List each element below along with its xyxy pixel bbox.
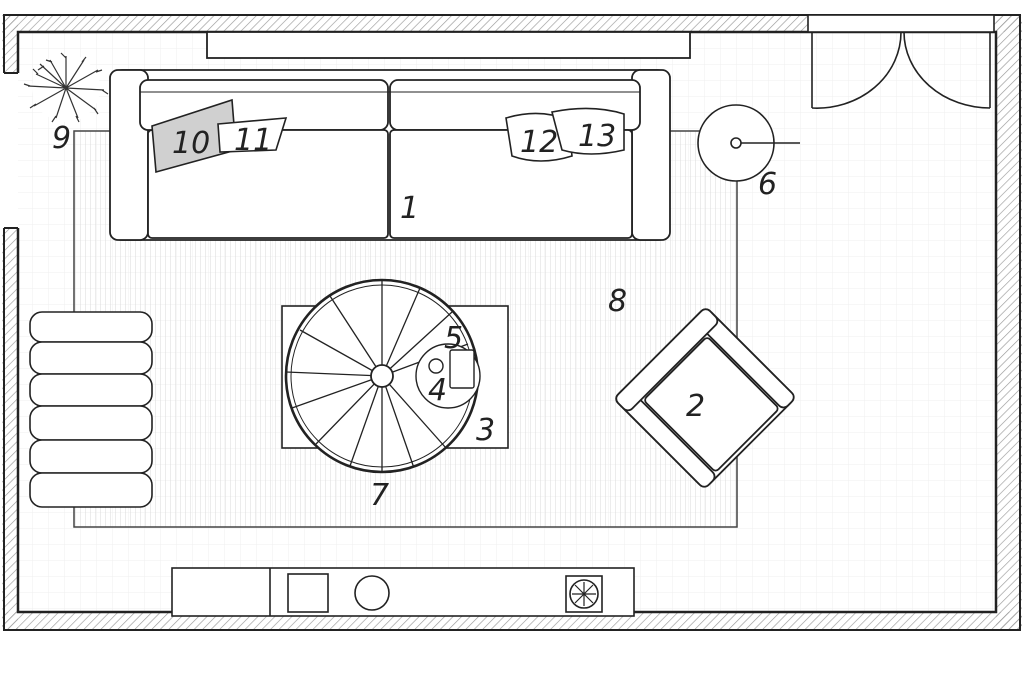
spiral-stair[interactable] [284, 278, 480, 474]
label-armchair: 2 [686, 389, 705, 424]
plant [23, 52, 109, 123]
label-floor-lamp: 6 [758, 167, 777, 202]
label-cushion-13: 13 [578, 119, 616, 154]
tv-console[interactable] [171, 567, 635, 617]
double-door [807, 14, 995, 109]
label-side-item: 4 [428, 373, 447, 408]
sofa[interactable] [109, 69, 671, 241]
label-cushion-12: 12 [520, 125, 558, 160]
label-tray: 5 [444, 321, 463, 356]
label-coffee-table: 3 [476, 413, 495, 448]
armchair[interactable] [614, 307, 796, 489]
label-cushion-10: 10 [172, 126, 210, 161]
label-rug: 8 [608, 284, 627, 319]
cushion-13[interactable] [551, 107, 625, 155]
bench[interactable] [29, 311, 153, 508]
top-window [206, 31, 691, 59]
floor-lamp[interactable] [697, 104, 800, 182]
cushion-11[interactable] [217, 117, 288, 153]
label-plant: 9 [52, 121, 71, 156]
label-sofa: 1 [400, 191, 419, 226]
label-spiral-stair: 7 [370, 478, 389, 513]
tray-items[interactable] [415, 343, 481, 409]
label-cushion-11: 11 [234, 123, 272, 158]
labels: 1 2 3 4 5 6 7 8 9 10 11 12 13 [52, 119, 777, 513]
